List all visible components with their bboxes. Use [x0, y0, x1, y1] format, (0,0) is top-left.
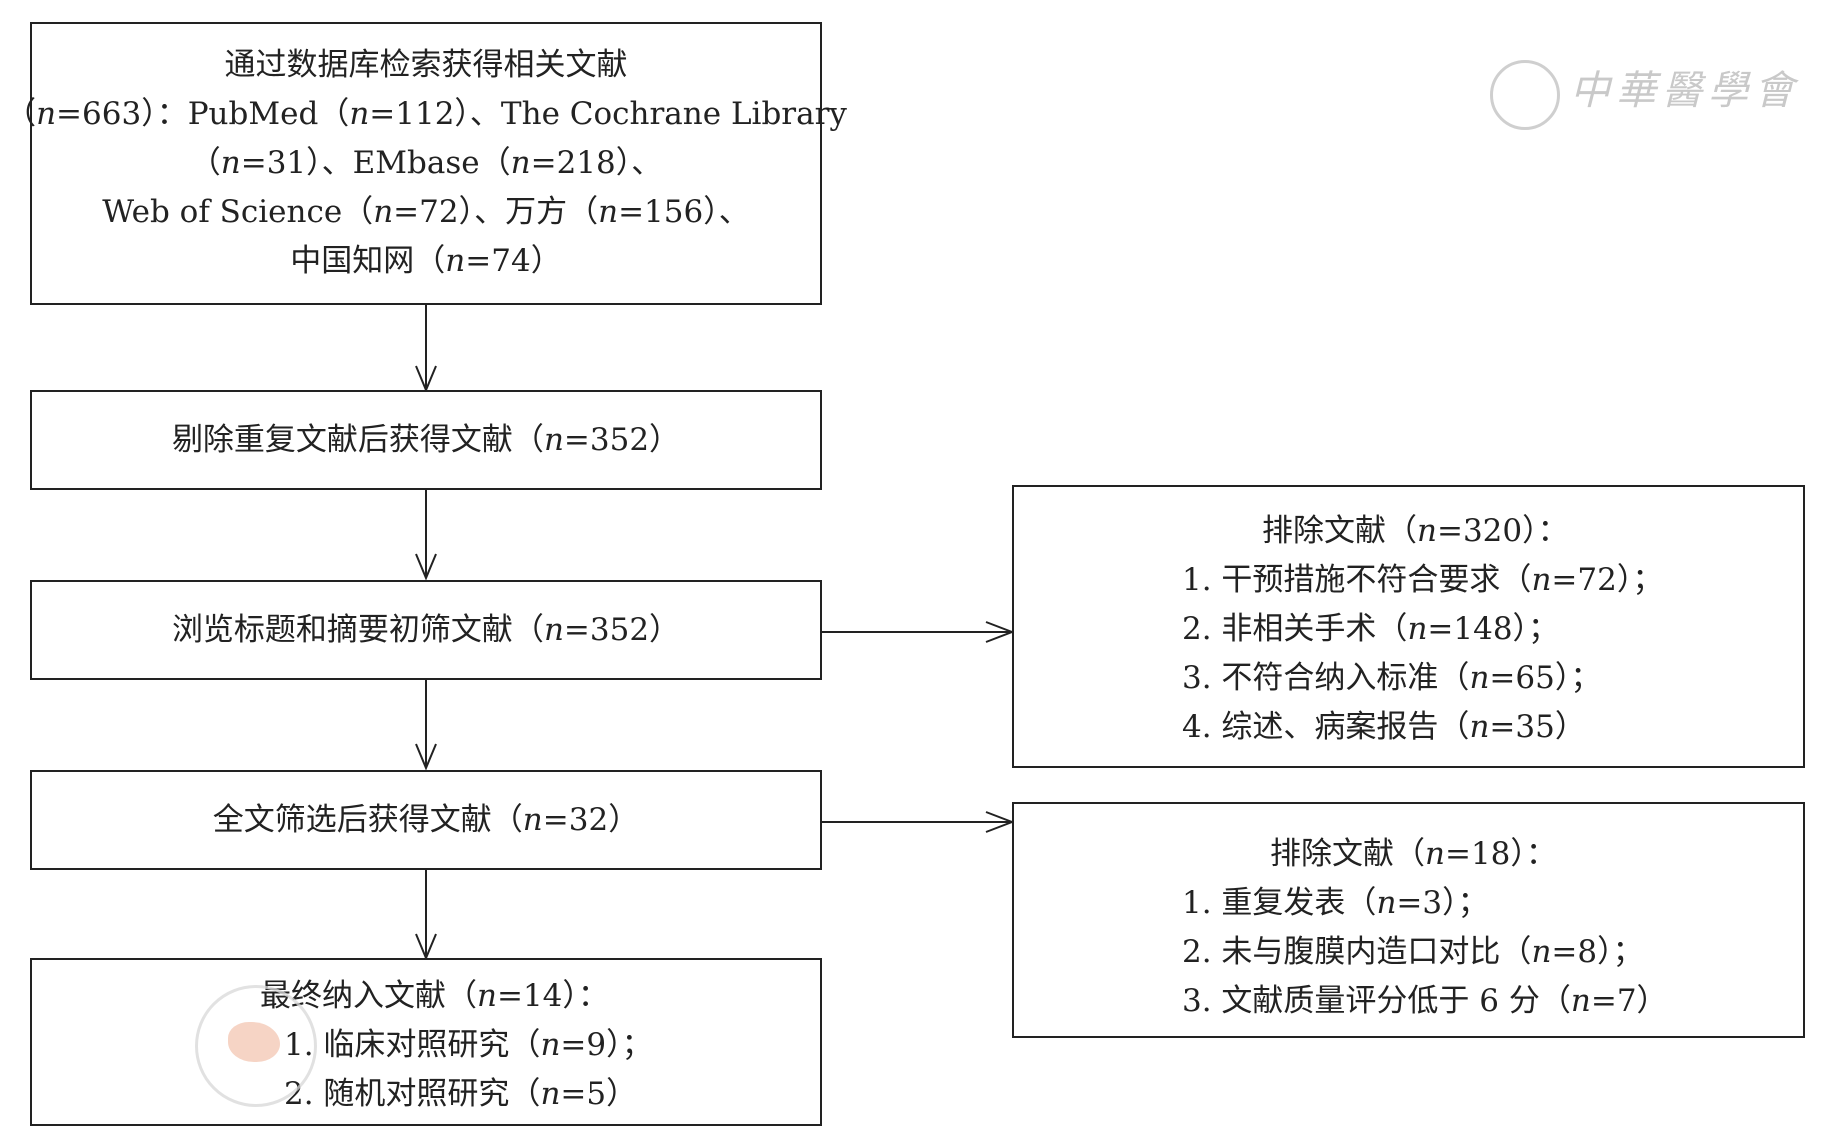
exclusion-1-item: 3. 不符合纳入标准（n=65）；: [1182, 660, 1602, 696]
exclusion-1-list: 1. 干预措施不符合要求（n=72）； 2. 非相关手术（n=148）； 3. …: [1014, 556, 1803, 752]
exclusion-2-item: 2. 未与腹膜内造口对比（n=8）；: [1182, 934, 1644, 970]
search-line-5: 中国知网（n=74）: [290, 243, 562, 279]
exclusion-box-2: 排除文献（n=18）： 1. 重复发表（n=3）； 2. 未与腹膜内造口对比（n…: [1012, 802, 1805, 1038]
dedup-text: 剔除重复文献后获得文献（n=352）: [171, 421, 681, 458]
search-line-4: Web of Science（n=72）、万方（n=156）、: [102, 194, 750, 230]
exclusion-1-title: 排除文献（n=320）：: [1262, 513, 1569, 549]
search-line-2: （n=663）：PubMed（n=112）、The Cochrane Libra…: [5, 96, 847, 132]
fulltext-text: 全文筛选后获得文献（n=32）: [212, 801, 640, 838]
final-item-1: 1. 临床对照研究（n=9）；: [284, 1027, 653, 1063]
screening-box: 浏览标题和摘要初筛文献（n=352）: [30, 580, 822, 680]
final-title: 最终纳入文献（n=14）：: [260, 978, 609, 1014]
china-map-icon: [228, 1022, 280, 1062]
watermark-stamp-icon: [195, 985, 317, 1107]
screening-text: 浏览标题和摘要初筛文献（n=352）: [171, 611, 681, 648]
final-item-2: 2. 随机对照研究（n=5）: [284, 1076, 638, 1112]
exclusion-2-item: 3. 文献质量评分低于 6 分（n=7）: [1182, 983, 1668, 1019]
search-results-box: 通过数据库检索获得相关文献 （n=663）：PubMed（n=112）、The …: [5, 22, 847, 305]
exclusion-2-title: 排除文献（n=18）：: [1270, 836, 1557, 872]
exclusion-1-item: 1. 干预措施不符合要求（n=72）；: [1182, 562, 1664, 598]
final-included-box: 最终纳入文献（n=14）： 1. 临床对照研究（n=9）； 2. 随机对照研究（…: [30, 958, 822, 1126]
fulltext-box: 全文筛选后获得文献（n=32）: [30, 770, 822, 870]
exclusion-1-item: 2. 非相关手术（n=148）；: [1182, 611, 1560, 647]
exclusion-1-item: 4. 综述、病案报告（n=35）: [1182, 709, 1586, 745]
exclusion-box-1: 排除文献（n=320）： 1. 干预措施不符合要求（n=72）； 2. 非相关手…: [1012, 485, 1805, 768]
search-line-3: （n=31）、EMbase（n=218）、: [189, 145, 663, 181]
exclusion-2-item: 1. 重复发表（n=3）；: [1182, 885, 1489, 921]
search-line-1: 通过数据库检索获得相关文献: [224, 47, 628, 83]
exclusion-2-list: 1. 重复发表（n=3）； 2. 未与腹膜内造口对比（n=8）； 3. 文献质量…: [1014, 879, 1803, 1026]
watermark-seal-icon: [1490, 60, 1560, 130]
dedup-box: 剔除重复文献后获得文献（n=352）: [30, 390, 822, 490]
watermark-text: 中華醫學會: [1570, 68, 1800, 114]
